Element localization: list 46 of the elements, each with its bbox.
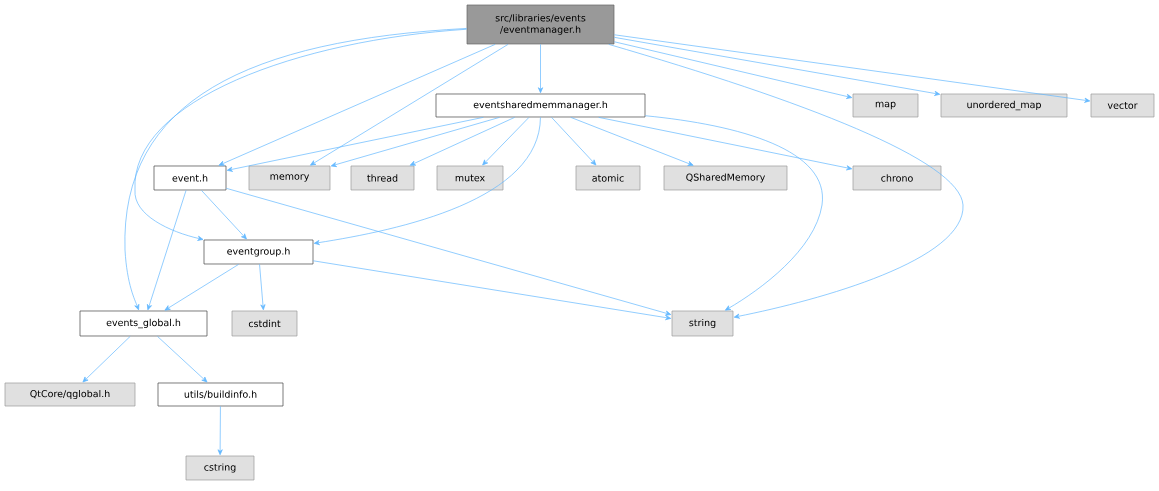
arrow (310, 44, 509, 166)
arrow (217, 406, 223, 456)
external-file-box: QtCore/qglobal.h (4, 382, 136, 407)
arrow (218, 44, 496, 166)
arrow (551, 117, 597, 166)
arrow (313, 260, 672, 321)
external-file-box: vector (1090, 93, 1155, 118)
file-box: eventsharedmemmanager.h (435, 93, 646, 118)
arrow (537, 44, 544, 94)
external-file-box: QSharedMemory (663, 165, 788, 191)
arrow (147, 190, 187, 311)
arrow (201, 190, 247, 240)
arrow (134, 28, 467, 241)
external-file-box: cstring (185, 455, 255, 481)
external-file-box: atomic (575, 165, 641, 191)
arrow (164, 264, 239, 311)
arrow (614, 34, 1091, 103)
arrow (645, 115, 823, 311)
arrow (259, 264, 266, 311)
root-file-box: src/libraries/events /eventmanager.h (466, 4, 615, 45)
arrow (614, 37, 941, 96)
external-file-box: mutex (436, 165, 504, 191)
arrow (82, 336, 131, 383)
file-box: utils/buildinfo.h (157, 382, 284, 407)
arrow (157, 336, 208, 383)
arrow (598, 117, 853, 171)
arrow (570, 117, 694, 166)
external-file-box: cstdint (231, 310, 298, 337)
arrow (409, 117, 516, 166)
file-box: events_global.h (79, 310, 208, 337)
arrow (313, 117, 541, 246)
arrow (614, 41, 853, 99)
external-file-box: thread (350, 165, 415, 191)
external-file-box: map (852, 93, 919, 118)
arrow (330, 117, 500, 167)
external-file-box: chrono (852, 165, 942, 191)
arrow (226, 117, 484, 172)
file-box: event.h (153, 165, 227, 191)
external-file-box: unordered_map (940, 93, 1068, 118)
external-file-box: string (671, 310, 734, 337)
arrow (124, 28, 467, 311)
file-box: eventgroup.h (203, 239, 314, 265)
arrow (608, 44, 964, 319)
arrow (226, 187, 672, 316)
external-file-box: memory (248, 165, 331, 191)
arrow (482, 117, 530, 166)
